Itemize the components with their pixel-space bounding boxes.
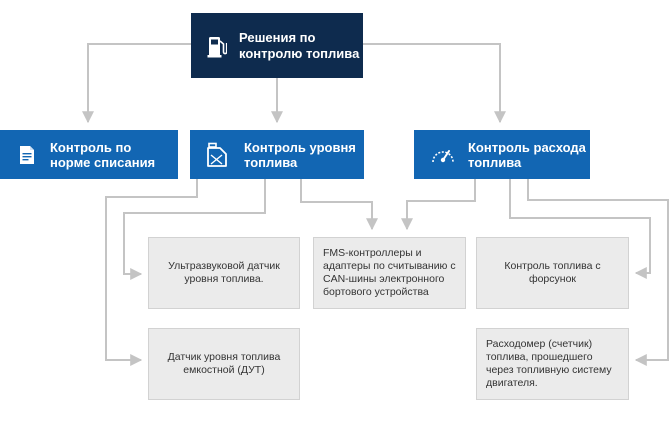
solution-flowmeter[interactable]: Расходомер (счетчик) топлива, прошедшего… xyxy=(476,328,629,400)
connector-root-to-consumption xyxy=(363,43,506,124)
solution-capacitive-label: Датчик уровня топлива емкостной (ДУТ) xyxy=(167,351,281,376)
fuel-pump-icon xyxy=(205,34,229,58)
gauge-icon xyxy=(430,143,456,167)
category-consumption-label: Контроль расхода топлива xyxy=(468,139,586,170)
solution-flowmeter-label: Расходомер (счетчик) топлива, прошедшего… xyxy=(486,338,612,389)
solution-ultrasonic-label: Ультразвуковой датчик уровня топлива. xyxy=(168,260,280,285)
connector-level-to-ultrasonic xyxy=(123,179,266,280)
connector-consumption-to-fms xyxy=(401,179,476,231)
solution-capacitive-sensor[interactable]: Датчик уровня топлива емкостной (ДУТ) xyxy=(148,328,300,400)
root-label: Решения по контролю топлива xyxy=(239,29,360,61)
category-consumption[interactable]: Контроль расхода топлива xyxy=(414,130,590,179)
solution-fms-label: FMS-контроллеры и адаптеры по считыванию… xyxy=(323,247,456,298)
root-node[interactable]: Решения по контролю топлива xyxy=(191,13,363,78)
connector-level-to-capacitive xyxy=(105,179,198,366)
category-norm-label: Контроль по норме списания xyxy=(50,139,156,170)
connector-consumption-to-injectors xyxy=(509,179,651,279)
document-icon xyxy=(18,145,36,165)
connector-consumption-to-flowmeter xyxy=(527,179,669,366)
solution-fms-controllers[interactable]: FMS-контроллеры и адаптеры по считыванию… xyxy=(313,237,466,309)
connector-level-to-fms xyxy=(300,179,378,231)
solution-injector-label: Контроль топлива с форсунок xyxy=(504,260,601,285)
category-norm[interactable]: Контроль по норме списания xyxy=(0,130,178,179)
fuel-canister-icon xyxy=(204,142,230,168)
category-level[interactable]: Контроль уровня топлива xyxy=(190,130,364,179)
connector-root-to-norm xyxy=(82,43,191,124)
category-level-label: Контроль уровня топлива xyxy=(244,139,356,170)
solution-ultrasonic-sensor[interactable]: Ультразвуковой датчик уровня топлива. xyxy=(148,237,300,309)
solution-injector-control[interactable]: Контроль топлива с форсунок xyxy=(476,237,629,309)
